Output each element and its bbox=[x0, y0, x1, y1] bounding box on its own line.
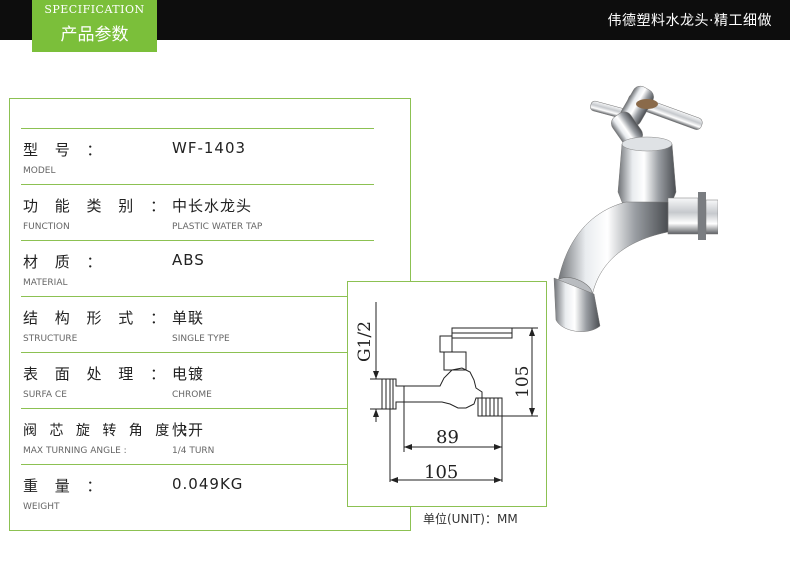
surface-label: 表 面 处 理 ： bbox=[23, 365, 172, 383]
structure-value: 单联 bbox=[172, 309, 205, 327]
unit-note: 单位(UNIT)：MM bbox=[423, 512, 518, 526]
tap-body-outline bbox=[404, 367, 483, 409]
structure-label: 结 构 形 式 ： bbox=[23, 309, 172, 327]
row-divider bbox=[21, 464, 374, 465]
function-label: 功 能 类 别 ： bbox=[23, 197, 172, 215]
turning-angle-value: 快开 bbox=[172, 421, 205, 439]
dimension-drawing: G1/2 105 89 105 bbox=[355, 302, 538, 483]
specification-tab: SPECIFICATION 产品参数 bbox=[32, 0, 157, 52]
turning-angle-value-en: 1/4 TURN bbox=[172, 446, 215, 456]
material-value: ABS bbox=[172, 251, 205, 269]
model-label-en: MODEL bbox=[23, 166, 56, 176]
weight-label: 重 量 ： bbox=[23, 477, 108, 495]
handle-hub bbox=[439, 335, 453, 353]
weight-label-en: WEIGHT bbox=[23, 502, 60, 512]
row-divider bbox=[21, 408, 374, 409]
turning-angle-label-en: MAX TURNING ANGLE : bbox=[23, 446, 127, 456]
surface-value-en: CHROME bbox=[172, 390, 212, 400]
function-label-en: FUNCTION bbox=[23, 222, 70, 232]
model-label: 型 号 ： bbox=[23, 141, 108, 159]
material-label: 材 质 ： bbox=[23, 253, 108, 271]
height-dimension-label: 105 bbox=[513, 366, 533, 398]
specification-title-cn: 产品参数 bbox=[60, 25, 129, 45]
specification-title-en: SPECIFICATION bbox=[44, 3, 145, 16]
model-value: WF-1403 bbox=[172, 139, 247, 157]
brand-slogan: 伟德塑料水龙头·精工细做 bbox=[607, 13, 772, 29]
product-photo-faucet bbox=[553, 85, 718, 332]
material-label-en: MATERIAL bbox=[23, 278, 68, 288]
structure-value-en: SINGLE TYPE bbox=[172, 334, 230, 344]
turning-angle-label: 阀 芯 旋 转 角 度 ： bbox=[23, 423, 200, 439]
row-divider bbox=[21, 240, 374, 241]
function-value: 中长水龙头 bbox=[172, 197, 253, 215]
surface-label-en: SURFA CE bbox=[23, 390, 67, 400]
total-length-label: 105 bbox=[424, 462, 458, 483]
dimension-drawing-frame: G1/2 105 89 105 bbox=[347, 281, 547, 507]
row-divider bbox=[21, 128, 374, 129]
thread-size-label: G1/2 bbox=[355, 321, 375, 362]
spout-length-label: 89 bbox=[436, 427, 459, 448]
valve-stem bbox=[443, 351, 467, 371]
row-divider bbox=[21, 184, 374, 185]
row-divider bbox=[21, 352, 374, 353]
row-divider bbox=[21, 296, 374, 297]
structure-label-en: STRUCTURE bbox=[23, 334, 78, 344]
weight-value: 0.049KG bbox=[172, 475, 244, 493]
surface-value: 电镀 bbox=[172, 365, 205, 383]
function-value-en: PLASTIC WATER TAP bbox=[172, 222, 263, 232]
